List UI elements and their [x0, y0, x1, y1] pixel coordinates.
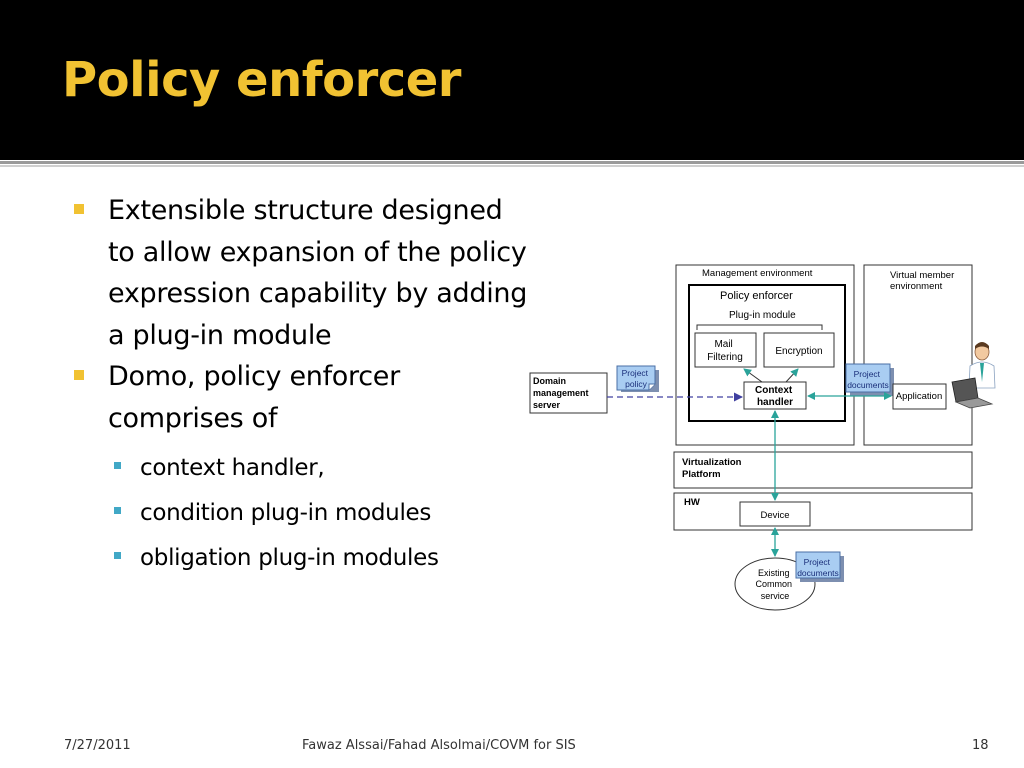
context-handler-box	[743, 381, 807, 410]
virtual-member-environment-box	[863, 264, 973, 446]
project-policy-document-icon	[616, 365, 659, 392]
management-environment-label: Management environment	[702, 268, 813, 279]
policy-enforcer-label: Policy enforcer	[720, 290, 793, 302]
virtualization-platform-label: Virtualization Platform	[682, 457, 744, 480]
square-bullet-icon	[74, 370, 84, 380]
domain-management-server-label: Domain management server	[533, 376, 591, 410]
plugin-module-bracket	[696, 324, 823, 330]
title-bar	[0, 0, 1024, 160]
project-documents-bottom-icon	[795, 551, 844, 582]
virtualization-platform-box	[673, 451, 973, 489]
existing-common-service-label: Existing Common service	[755, 568, 794, 601]
footer-page-number: 18	[972, 738, 989, 753]
square-bullet-icon	[114, 462, 121, 469]
device-box	[739, 501, 811, 527]
existing-common-service-ellipse	[734, 557, 816, 611]
context-handler-label: Context handler	[755, 385, 795, 408]
user-with-laptop-icon	[951, 342, 996, 409]
slide-title: Policy enforcer	[62, 52, 461, 108]
bullet-item: Extensible structure designed to allow e…	[70, 190, 530, 356]
mail-filtering-label: Mail Filtering	[707, 339, 743, 363]
hw-box	[673, 492, 973, 531]
mail-filtering-box	[694, 332, 757, 368]
sub-bullet-text: obligation plug-in modules	[140, 545, 439, 571]
hw-label: HW	[684, 497, 700, 508]
bullet-list: Extensible structure designed to allow e…	[70, 190, 530, 578]
project-policy-label: Project policy	[622, 368, 651, 389]
project-documents-bottom-label: Project documents	[797, 557, 839, 578]
bullet-text: Extensible structure designed to allow e…	[108, 195, 528, 351]
bullet-text: Domo, policy enforcer comprises of	[108, 361, 400, 434]
application-box	[892, 383, 947, 410]
title-divider-light	[0, 165, 1024, 167]
sub-bullet-item: context handler,	[70, 449, 530, 488]
sub-bullet-text: context handler,	[140, 455, 325, 481]
arrow-to-mail-filtering	[743, 368, 763, 383]
virtual-member-environment-label: Virtual member environment	[890, 270, 957, 292]
footer-date: 7/27/2011	[64, 738, 131, 753]
sub-bullet-item: condition plug-in modules	[70, 494, 530, 533]
title-divider	[0, 161, 1024, 164]
bullet-item: Domo, policy enforcer comprises of	[70, 356, 530, 439]
plugin-module-label: Plug-in module	[729, 310, 796, 321]
domain-management-server-box	[529, 372, 608, 414]
square-bullet-icon	[74, 204, 84, 214]
project-documents-top-icon	[845, 363, 894, 396]
encryption-box	[763, 332, 835, 368]
sub-bullet-item: obligation plug-in modules	[70, 539, 530, 578]
square-bullet-icon	[114, 552, 121, 559]
project-documents-top-label: Project documents	[847, 369, 889, 390]
application-label: Application	[896, 391, 942, 402]
arrow-to-encryption	[785, 368, 799, 383]
device-label: Device	[760, 510, 789, 521]
square-bullet-icon	[114, 507, 121, 514]
sub-bullet-text: condition plug-in modules	[140, 500, 432, 526]
footer-author: Fawaz Alssai/Fahad Alsolmai/COVM for SIS	[302, 738, 576, 753]
encryption-label: Encryption	[775, 346, 822, 357]
